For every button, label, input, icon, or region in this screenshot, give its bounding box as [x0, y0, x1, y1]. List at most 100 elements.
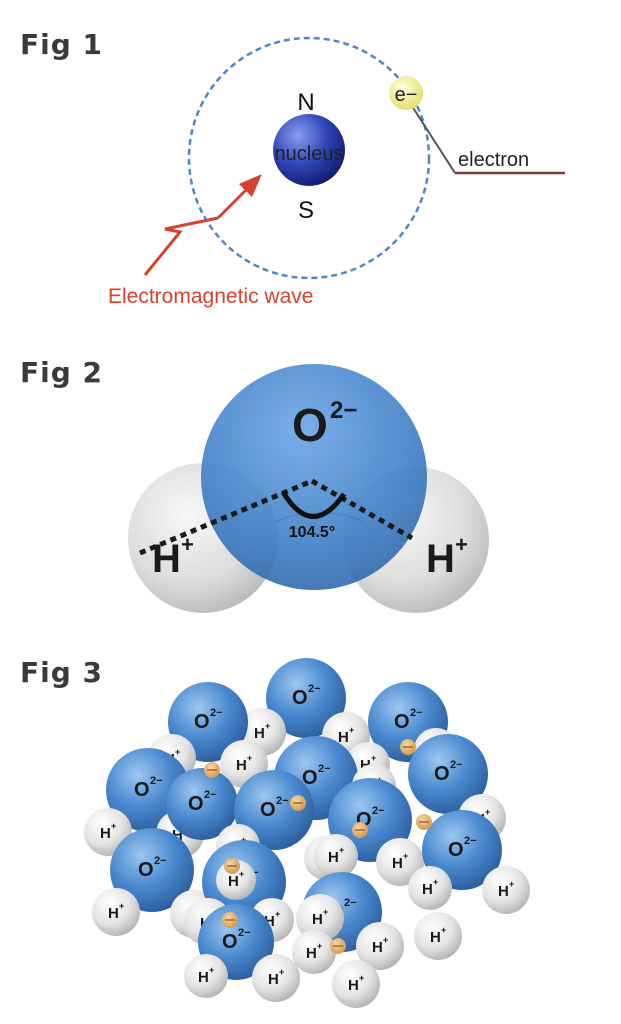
cluster-hydrogen-charge: + — [359, 973, 364, 983]
cluster-oxygen-label: O — [302, 767, 318, 789]
cluster-oxygen-label: O — [188, 793, 204, 815]
cluster-oxygen-charge: 2− — [450, 759, 463, 771]
cluster-oxygen-charge: 2− — [154, 855, 167, 867]
oxygen-atom — [201, 364, 427, 590]
cluster-hydrogen-charge: + — [485, 807, 490, 817]
cluster-oxygen-label: O — [292, 687, 308, 709]
cluster-oxygen-charge: 2− — [204, 789, 217, 801]
cluster-hydrogen-label: H — [372, 939, 383, 956]
cluster-hydrogen-label: H — [498, 883, 509, 900]
electron-orbit — [187, 36, 431, 280]
cluster-hydrogen-atom — [92, 888, 140, 936]
hydrogen-charge-left: + — [181, 532, 194, 557]
cluster-hydrogen-label: H — [108, 905, 119, 922]
cluster-oxygen-label: O — [260, 799, 276, 821]
cluster-oxygen-label: O — [138, 859, 154, 881]
cluster-oxygen-label: O — [394, 711, 410, 733]
cluster-hydrogen-atom — [376, 838, 424, 886]
cluster-hydrogen-charge: + — [349, 725, 354, 735]
cluster-hydrogen-atom — [332, 960, 380, 1008]
cluster-oxygen-charge: 2− — [210, 707, 223, 719]
cluster-hydrogen-label: H — [198, 969, 209, 986]
cluster-hydrogen-charge: + — [403, 851, 408, 861]
cluster-oxygen-atom — [408, 734, 488, 814]
cluster-hydrogen-atom — [414, 912, 462, 960]
cluster-hydrogen-charge: + — [441, 925, 446, 935]
cluster-hydrogen-charge: + — [433, 877, 438, 887]
bond-angle-arc — [280, 490, 347, 519]
wave-arrowhead — [239, 174, 262, 197]
cluster-oxygen-charge: 2− — [276, 795, 289, 807]
cluster-hydrogen-atom — [292, 930, 336, 974]
cluster-oxygen-charge: 2− — [344, 897, 357, 909]
cluster-oxygen-label: O — [134, 779, 150, 801]
cluster-oxygen-atom — [234, 770, 314, 850]
north-pole-label: N — [297, 89, 314, 116]
cluster-hydrogen-label: H — [312, 911, 323, 928]
south-pole-label: S — [298, 197, 314, 224]
cluster-hydrogen-label: H — [338, 729, 349, 746]
cluster-hydrogen-label: H — [254, 725, 265, 742]
cluster-hydrogen-charge: + — [111, 821, 116, 831]
nucleus — [273, 114, 345, 186]
cluster-oxygen-charge: 2− — [308, 683, 321, 695]
oxygen-symbol: O — [292, 399, 328, 451]
cluster-hydrogen-charge: + — [241, 835, 246, 845]
cluster-oxygen-charge: 2− — [372, 805, 385, 817]
cluster-oxygen-charge: 2− — [410, 707, 423, 719]
cluster-hydrogen-charge: + — [371, 753, 376, 763]
cluster-oxygen-atom — [166, 768, 238, 840]
cluster-oxygen-atom — [266, 658, 346, 738]
cluster-hydrogen-charge: + — [383, 935, 388, 945]
fig2-water-molecule: 104.5° O 2− H + H + — [128, 364, 489, 613]
cluster-hydrogen-charge: + — [175, 747, 180, 757]
cluster-hydrogen-label: H — [306, 945, 317, 962]
hydrogen-symbol-left: H — [152, 537, 181, 581]
cluster-hydrogen-label: H — [360, 757, 371, 774]
oxygen-charge: 2− — [330, 397, 357, 424]
cluster-oxygen-atom — [110, 828, 194, 912]
fig1-title: Fig 1 — [20, 28, 103, 61]
fig3-title: Fig 3 — [20, 656, 103, 689]
cluster-hydrogen-atom — [252, 954, 300, 1002]
cluster-hydrogen-atom — [184, 954, 228, 998]
cluster-hydrogen-charge: + — [209, 965, 214, 975]
cluster-hydrogen-charge: + — [119, 901, 124, 911]
cluster-oxygen-charge: 2− — [464, 835, 477, 847]
cluster-hydrogen-atom — [314, 834, 358, 878]
cluster-hydrogen-charge: + — [265, 721, 270, 731]
cluster-hydrogen-charge: + — [247, 753, 252, 763]
fig2-title: Fig 2 — [20, 356, 103, 389]
bond-line-right — [310, 478, 414, 541]
cluster-hydrogen-label: H — [422, 881, 433, 898]
cluster-oxygen-label: O — [222, 931, 238, 953]
cluster-oxygen-charge: 2− — [238, 927, 251, 939]
cluster-oxygen-label: O — [448, 839, 464, 861]
cluster-hydrogen-charge: + — [509, 879, 514, 889]
nucleus-label: nucleus — [275, 143, 344, 165]
cluster-hydrogen-label: H — [228, 873, 239, 890]
hydrogen-charge-right: + — [455, 532, 468, 557]
electron-label: electron — [458, 149, 529, 171]
cluster-hydrogen-label: H — [100, 825, 111, 842]
fig1-atom-diagram: nucleus N S e− electron Electromagnetic … — [108, 36, 565, 308]
electromagnetic-wave-label: Electromagnetic wave — [108, 285, 313, 308]
cluster-hydrogen-label: H — [236, 757, 247, 774]
cluster-hydrogen-atom — [408, 866, 452, 910]
cluster-hydrogen-label: H — [268, 971, 279, 988]
cluster-hydrogen-label: H — [348, 977, 359, 994]
cluster-hydrogen-label: H — [328, 849, 339, 866]
cluster-hydrogen-charge: + — [279, 967, 284, 977]
cluster-hydrogen-atom — [482, 866, 530, 914]
cluster-hydrogen-atom — [356, 922, 404, 970]
cluster-hydrogen-label: H — [392, 855, 403, 872]
cluster-hydrogen-label: H — [172, 827, 183, 844]
electron-symbol: e− — [395, 84, 418, 106]
cluster-oxygen-charge: 2− — [150, 775, 163, 787]
cluster-hydrogen-atom — [296, 894, 344, 942]
cluster-hydrogen-charge: + — [339, 845, 344, 855]
hydrogen-symbol-right: H — [426, 537, 455, 581]
cluster-oxygen-charge: 2− — [318, 763, 331, 775]
cluster-oxygen-label: O — [434, 763, 450, 785]
